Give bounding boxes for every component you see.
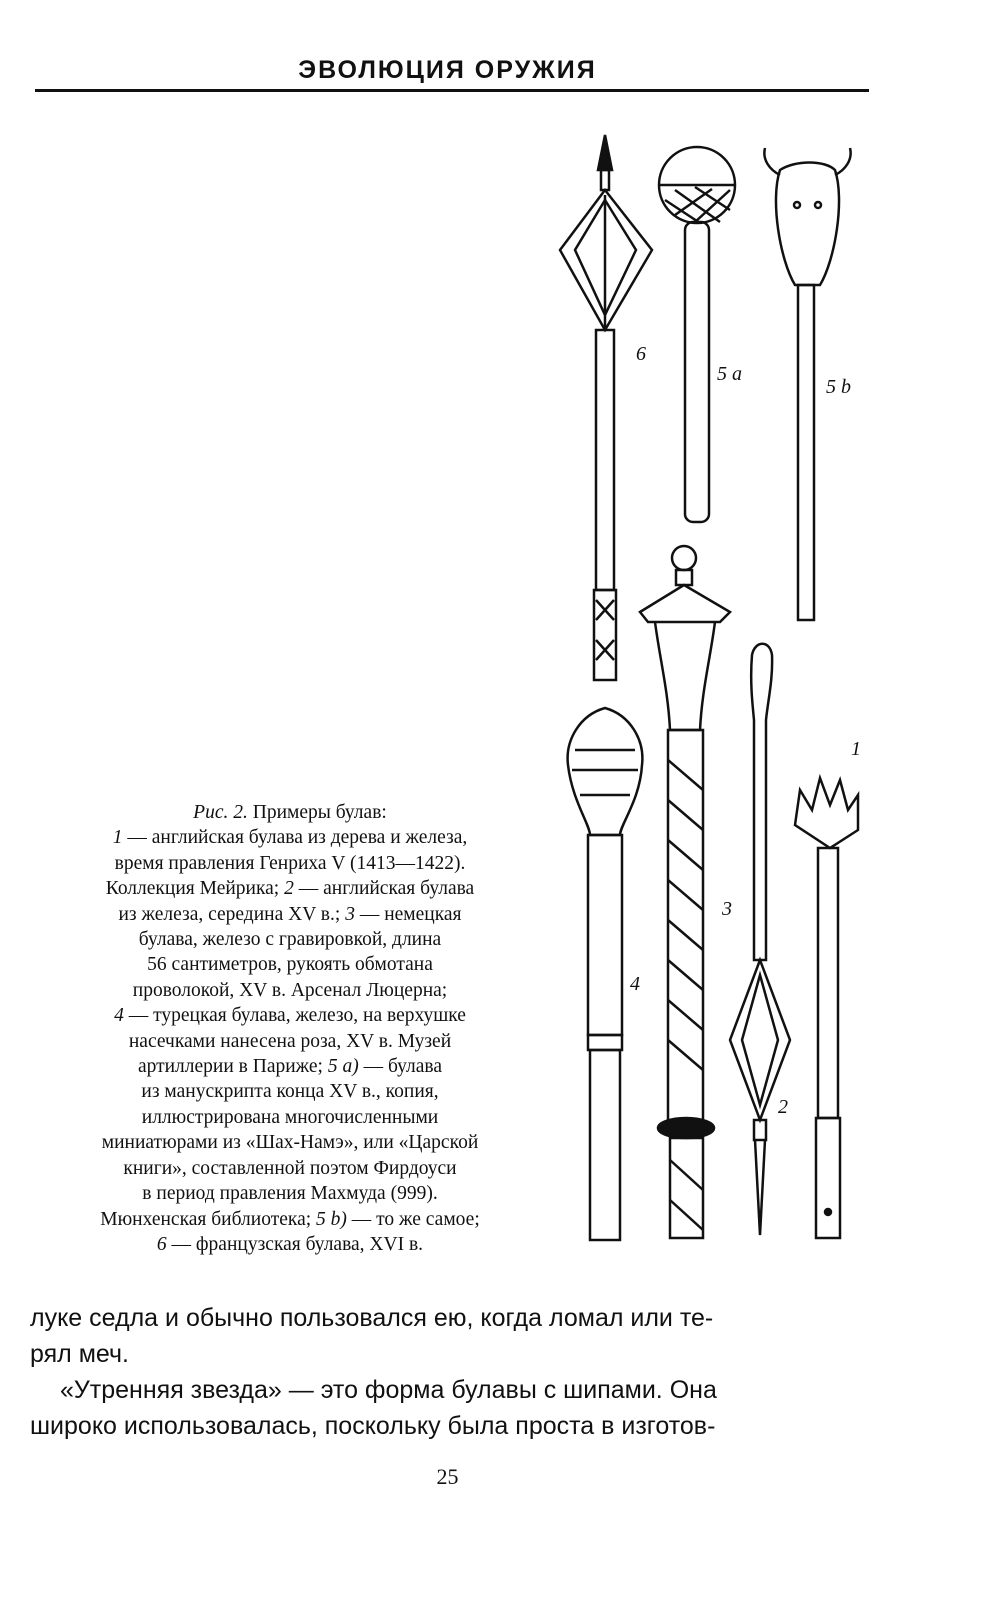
running-header: ЭВОЛЮЦИЯ ОРУЖИЯ xyxy=(298,56,597,84)
caption-line: из манускрипта конца XV в., копия, xyxy=(141,1081,439,1103)
mace-5a xyxy=(657,145,737,524)
label-6: 6 xyxy=(636,343,646,365)
caption-line: булава, железо с гравировкой, длина xyxy=(138,929,442,951)
fig-label: Рис. 2. xyxy=(193,802,248,823)
caption-text: — английская булава xyxy=(293,878,475,900)
page-number: 25 xyxy=(436,1464,459,1489)
mace-4 xyxy=(566,706,644,1242)
caption-text: — то же самое; xyxy=(346,1208,480,1230)
caption-num: 5 b) xyxy=(316,1208,347,1230)
mace-3 xyxy=(638,544,733,1240)
caption-num: 4 xyxy=(114,1005,124,1027)
caption-text: — турецкая булава, железо, на верхушке xyxy=(123,1005,466,1027)
figure-caption: Рис. 2. Примеры булав: 1 — английская бу… xyxy=(20,800,560,1257)
caption-line: миниатюрами из «Шах-Намэ», или «Царской xyxy=(101,1132,479,1154)
caption-text: Примеры булав: xyxy=(247,802,387,823)
caption-num: 3 xyxy=(345,903,355,925)
caption-num: 5 a) xyxy=(327,1056,359,1078)
label-2: 2 xyxy=(778,1096,788,1118)
caption-text: из железа, середина XV в.; xyxy=(118,903,346,925)
body-line: рял меч. xyxy=(30,1340,129,1368)
body-line: луке седла и обычно пользовался ею, когд… xyxy=(30,1304,714,1332)
caption-text: — немецкая xyxy=(354,903,462,925)
caption-line: в период правления Махмуда (999). xyxy=(142,1183,438,1205)
caption-text: — булава xyxy=(358,1056,443,1078)
label-5b: 5 b xyxy=(826,376,851,398)
mace-6 xyxy=(558,134,654,682)
caption-line: иллюстрирована многочисленными xyxy=(141,1106,439,1128)
caption-text: — английская булава из дерева и железа, xyxy=(122,827,468,849)
body-line: «Утренняя звезда» — это форма булавы с ш… xyxy=(60,1376,717,1404)
mace-1 xyxy=(793,773,860,1240)
caption-line: проволокой, XV в. Арсенал Люцерна; xyxy=(132,979,448,1001)
caption-line: время правления Генриха V (1413—1422). xyxy=(114,852,466,874)
header-rule xyxy=(35,89,869,92)
body-line: широко использовалась, поскольку была пр… xyxy=(30,1412,716,1440)
caption-line: книги», составленной поэтом Фирдоуси xyxy=(123,1157,457,1179)
caption-text: Мюнхенская библиотека; xyxy=(100,1208,317,1230)
caption-text: артиллерии в Париже; xyxy=(137,1056,328,1078)
label-1: 1 xyxy=(851,738,861,760)
caption-text: — французская булава, XVI в. xyxy=(166,1233,424,1255)
caption-text: Коллекция Мейрика; xyxy=(105,878,285,900)
caption-num: 6 xyxy=(156,1233,167,1255)
mace-2 xyxy=(728,642,792,1236)
caption-line: насечками нанесена роза, XV в. Музей xyxy=(128,1030,452,1052)
label-3: 3 xyxy=(722,898,732,920)
caption-num: 2 xyxy=(284,878,294,900)
caption-line: 56 сантиметров, рукоять обмотана xyxy=(147,954,433,976)
mace-5b xyxy=(763,147,852,622)
label-4: 4 xyxy=(630,973,640,995)
body-text: луке седла и обычно пользовался ею, когд… xyxy=(30,1300,870,1444)
label-5a: 5 a xyxy=(717,363,742,385)
caption-num: 1 xyxy=(112,827,123,849)
